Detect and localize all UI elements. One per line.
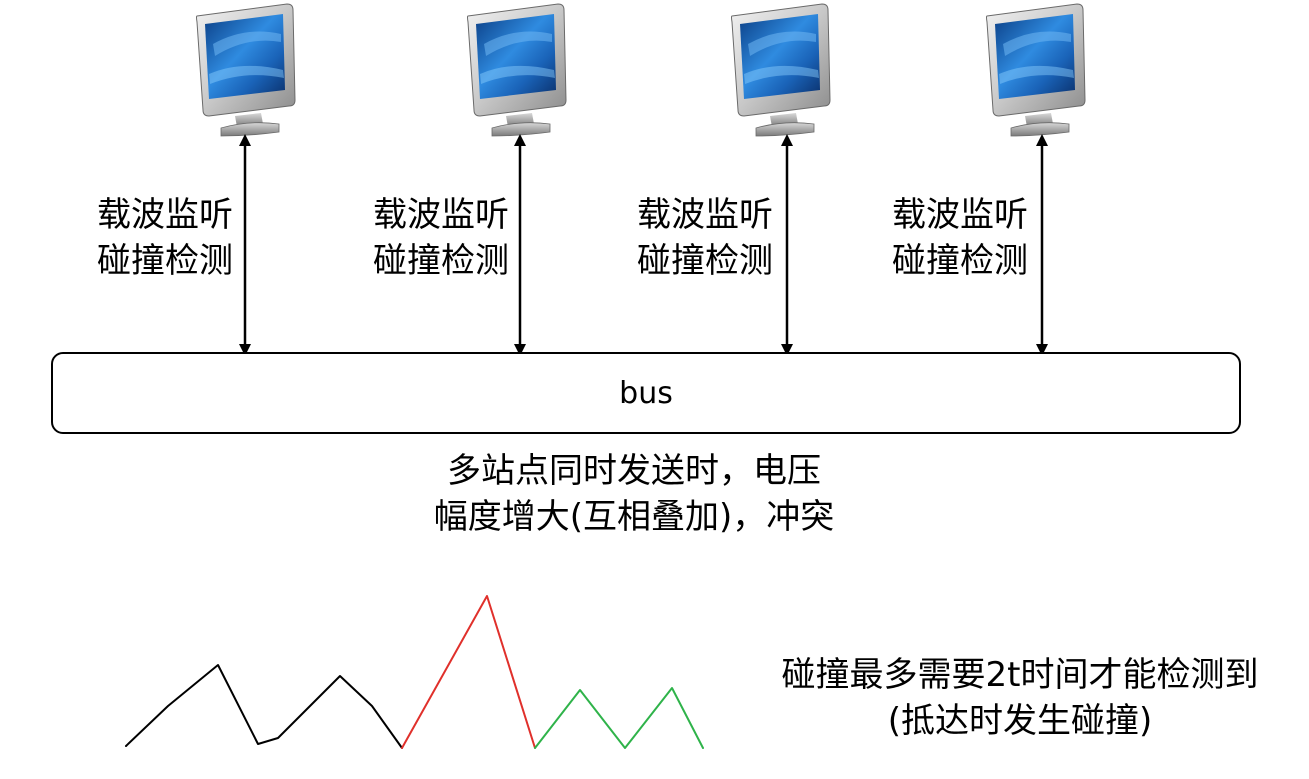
bus-label: bus (619, 375, 673, 411)
label-line: 载波监听 (892, 195, 1028, 235)
label-line: 碰撞检测 (892, 241, 1028, 281)
station-label: 载波监听 碰撞检测 (620, 192, 790, 284)
computer-monitor-icon (986, 3, 1086, 137)
station-label: 载波监听 碰撞检测 (356, 192, 526, 284)
label-line: 碰撞检测 (373, 241, 509, 281)
note-line: 幅度增大(互相叠加)，冲突 (433, 497, 835, 537)
note-line: 多站点同时发送时，电压 (447, 451, 821, 491)
label-line: 载波监听 (97, 195, 233, 235)
signal-after-segment (534, 687, 704, 749)
station-icon (196, 3, 1086, 137)
signal-collision-segment (401, 595, 536, 749)
detection-time-note: 碰撞最多需要2t时间才能检测到 (抵达时发生碰撞) (740, 652, 1300, 744)
signal-waveform (125, 595, 704, 749)
label-line: 载波监听 (373, 195, 509, 235)
computer-monitor-icon (196, 3, 296, 137)
note-line: 碰撞最多需要2t时间才能检测到 (781, 655, 1259, 695)
collision-explanation: 多站点同时发送时，电压 幅度增大(互相叠加)，冲突 (354, 448, 914, 540)
signal-normal-segment (125, 664, 403, 749)
computer-monitor-icon (467, 3, 567, 137)
computer-monitor-icon (731, 3, 831, 137)
label-line: 碰撞检测 (637, 241, 773, 281)
station-label: 载波监听 碰撞检测 (80, 192, 250, 284)
station-label: 载波监听 碰撞检测 (875, 192, 1045, 284)
label-line: 碰撞检测 (97, 241, 233, 281)
bus-box: bus (51, 352, 1241, 434)
note-line: (抵达时发生碰撞) (887, 701, 1153, 741)
label-line: 载波监听 (637, 195, 773, 235)
